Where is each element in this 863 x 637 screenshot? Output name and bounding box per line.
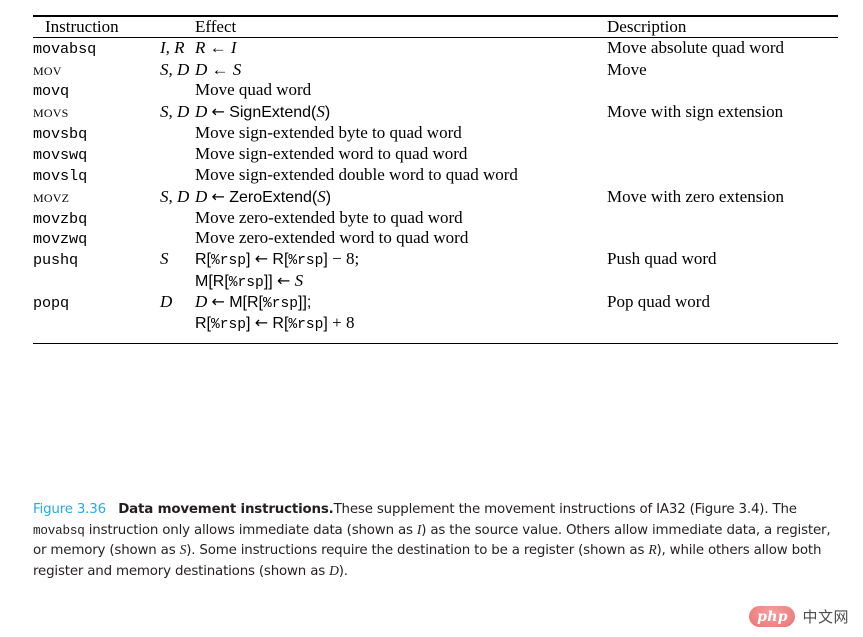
php-logo-icon: php — [749, 606, 796, 627]
instruction-effect: D ← M[R[%rsp]]; — [195, 291, 312, 312]
instruction-name: movq — [33, 82, 70, 101]
table-bottom-rule — [33, 343, 838, 345]
instruction-effect: D ← S — [195, 59, 242, 79]
instruction-name: movzwq — [33, 230, 88, 249]
caption-body-5: ), while others allow both register and … — [33, 543, 822, 580]
instruction-table-body: movabsq I, R R ← I Move absolute quad wo… — [33, 38, 838, 334]
instruction-name: movs — [33, 100, 69, 121]
table-row: movs S, D D ← SignExtend(S) Move with si… — [33, 101, 838, 123]
instruction-operands: S, D — [160, 186, 190, 206]
watermark-site-text: 中文网 — [802, 608, 849, 626]
instruction-effect: Move sign-extended byte to quad word — [195, 122, 462, 142]
instruction-operands: S — [160, 249, 169, 269]
instruction-operands: I, R — [160, 38, 185, 58]
column-header-operands — [160, 17, 195, 37]
table-row: movabsq I, R R ← I Move absolute quad wo… — [33, 38, 838, 59]
instruction-description: Move with zero extension — [607, 186, 785, 206]
caption-title: Data movement instructions. — [118, 502, 334, 517]
table-row: movslq Move sign-extended double word to… — [33, 165, 838, 186]
instruction-description: Pop quad word — [607, 291, 710, 311]
table-header-rule — [33, 37, 838, 39]
instruction-description: Move absolute quad word — [607, 38, 785, 58]
caption-body-1: These supplement the movement instructio… — [333, 502, 797, 517]
column-header-instruction: Instruction — [45, 17, 119, 36]
instruction-name: popq — [33, 293, 70, 312]
table-row: movswq Move sign-extended word to quad w… — [33, 144, 838, 165]
table-row: movzwq Move zero-extended word to quad w… — [33, 228, 838, 249]
table-row: movzbq Move zero-extended byte to quad w… — [33, 208, 838, 229]
table-header-row: Instruction Effect Description — [33, 17, 838, 37]
instruction-table: Instruction Effect Description — [33, 17, 838, 37]
instruction-effect: D ← SignExtend(S) — [195, 101, 331, 121]
instruction-name: movabsq — [33, 40, 97, 59]
instruction-name: movsbq — [33, 124, 88, 143]
instruction-description-empty — [607, 313, 838, 334]
table-row-continuation: M[R[%rsp]] ← S — [33, 271, 838, 292]
caption-body-4: ). Some instructions require the destina… — [186, 543, 649, 559]
instruction-operands: S, D — [160, 59, 190, 79]
instruction-effect: Move quad word — [195, 80, 312, 100]
instruction-effect: R ← I — [195, 38, 237, 58]
instruction-name-empty — [33, 313, 160, 334]
instruction-effect: Move sign-extended double word to quad w… — [195, 164, 518, 184]
caption-symbol-r: R — [648, 542, 657, 558]
instruction-effect: Move sign-extended word to quad word — [195, 143, 468, 163]
table-row: movq Move quad word — [33, 80, 838, 101]
instruction-operands: D — [160, 291, 173, 311]
instruction-description-empty — [607, 271, 838, 292]
instruction-operands-empty — [160, 313, 195, 334]
caption-symbol-i: I — [416, 521, 422, 537]
instruction-name: movslq — [33, 166, 88, 185]
instruction-description: Move — [607, 59, 647, 79]
caption-mono-movabsq: movabsq — [33, 523, 85, 538]
instruction-effect: R[%rsp] ← R[%rsp] − 8; — [195, 249, 360, 270]
table-row: movsbq Move sign-extended byte to quad w… — [33, 123, 838, 144]
table-top-rule — [33, 15, 838, 17]
column-header-effect: Effect — [195, 17, 237, 36]
caption-symbol-d: D — [329, 563, 339, 579]
instruction-effect-line2: M[R[%rsp]] ← S — [195, 270, 304, 291]
instruction-effect: Move zero-extended byte to quad word — [195, 207, 463, 227]
instruction-name: movswq — [33, 145, 88, 164]
instruction-effect: D ← ZeroExtend(S) — [195, 186, 332, 206]
data-movement-instructions-table: Instruction Effect Description movabsq I… — [33, 15, 838, 345]
instruction-effect: Move zero-extended word to quad word — [195, 228, 469, 248]
watermark: php 中文网 — [749, 606, 849, 627]
instruction-effect-line2: R[%rsp] ← R[%rsp] + 8 — [195, 313, 355, 334]
instruction-name: mov — [33, 58, 62, 79]
figure-number: Figure 3.36 — [33, 502, 106, 517]
instruction-operands: S, D — [160, 101, 190, 121]
table-row: pushq S R[%rsp] ← R[%rsp] − 8; Push quad… — [33, 249, 838, 270]
instruction-description: Push quad word — [607, 249, 717, 269]
caption-body-6: ). — [338, 564, 348, 580]
table-row-continuation: R[%rsp] ← R[%rsp] + 8 — [33, 313, 838, 334]
figure-caption: Figure 3.36 Data movement instructions.T… — [33, 500, 839, 582]
table-row: popq D D ← M[R[%rsp]]; Pop quad word — [33, 292, 838, 313]
table-row: mov S, D D ← S Move — [33, 59, 838, 80]
instruction-name: movzbq — [33, 209, 88, 228]
instruction-name: movz — [33, 185, 70, 206]
caption-body-2: instruction only allows immediate data (… — [84, 522, 417, 538]
instruction-operands-empty — [160, 271, 195, 292]
column-header-description: Description — [607, 17, 687, 36]
instruction-description: Move with sign extension — [607, 101, 784, 121]
instruction-name-empty — [33, 271, 160, 292]
instruction-name: pushq — [33, 251, 79, 270]
caption-body-3: ) as the source value. Others allow imme… — [33, 522, 831, 559]
caption-symbol-s: S — [179, 542, 187, 558]
table-row: movz S, D D ← ZeroExtend(S) Move with ze… — [33, 186, 838, 208]
